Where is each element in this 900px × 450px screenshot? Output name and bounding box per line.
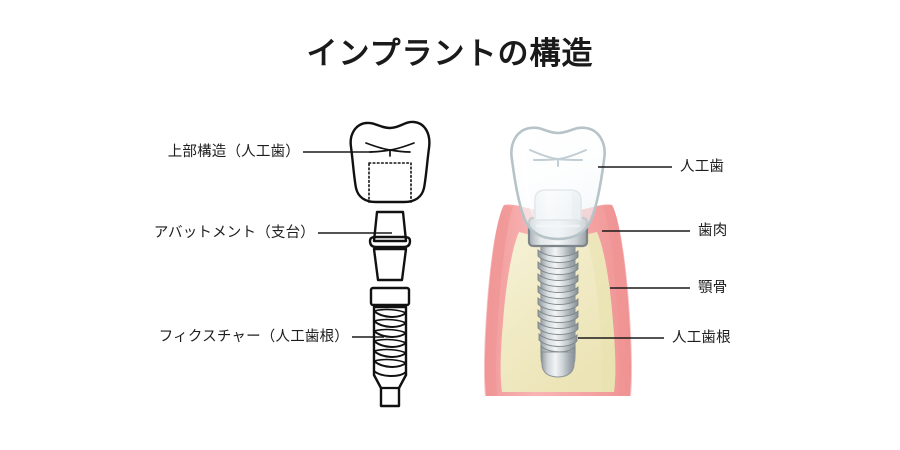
implant-tip — [541, 351, 575, 378]
abutment-upper — [372, 210, 408, 243]
leader-lines-right — [578, 166, 690, 339]
leader-lines-left — [303, 151, 392, 338]
label-artificial-tooth: 人工歯 — [680, 159, 725, 175]
gingiva-edge-wash — [483, 205, 513, 396]
schematic-abutment — [368, 210, 412, 282]
jawbone-shadow — [585, 232, 616, 392]
schematic-crown — [349, 120, 431, 204]
gingiva-edge-wash-right — [603, 205, 633, 396]
crown-fissure-lines — [365, 142, 415, 157]
label-fixture: フィクスチャー（人工歯根） — [158, 329, 349, 345]
artificial-tooth-fissures — [529, 149, 587, 167]
abutment-lower — [372, 247, 408, 282]
fixture-tip-shoulder — [372, 373, 408, 390]
fixture-head — [369, 286, 411, 307]
page-title: インプラントの構造 — [306, 36, 594, 71]
abutment-collar — [368, 235, 412, 249]
schematic-fixture — [369, 286, 411, 408]
label-gingiva: 歯肉 — [698, 223, 728, 239]
label-abutment: アバットメント（支台） — [153, 225, 315, 241]
crown-outline — [349, 120, 431, 204]
artificial-tooth-shape — [510, 126, 606, 241]
label-crown: 上部構造（人工歯） — [167, 144, 300, 160]
crown-cavity-dotted — [368, 162, 412, 203]
label-jawbone: 顎骨 — [698, 280, 728, 296]
fixture-thread-backs — [373, 308, 407, 364]
artificial-tooth-highlight — [520, 133, 535, 220]
label-artificial-root: 人工歯根 — [672, 330, 731, 346]
illustration-implant-root — [537, 244, 579, 378]
illustration-artificial-tooth — [510, 126, 606, 241]
fixture-threads — [373, 310, 407, 377]
